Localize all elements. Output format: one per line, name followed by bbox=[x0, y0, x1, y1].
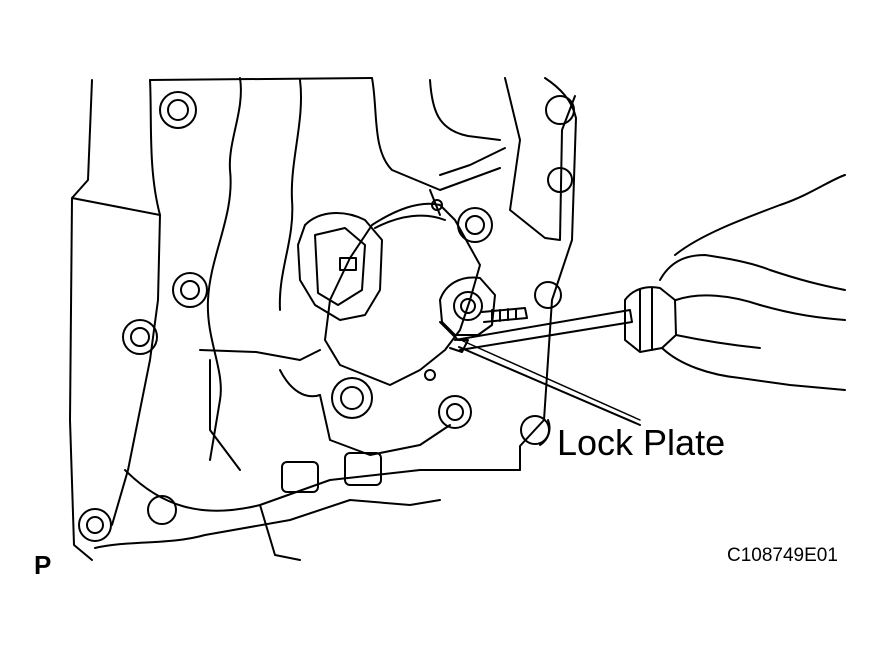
view-letter: P bbox=[34, 550, 52, 580]
lock-plate bbox=[439, 321, 469, 353]
bolt-right-top bbox=[545, 95, 575, 125]
bolt-right-mid bbox=[547, 167, 573, 193]
bolt-bottom-left-head bbox=[86, 516, 104, 534]
callout-leader bbox=[458, 340, 641, 426]
bolt-left-upper-head bbox=[180, 280, 200, 300]
bolt-right-low bbox=[534, 281, 562, 309]
neutral-start-switch bbox=[324, 189, 481, 386]
bolt-bottom-mid-head bbox=[446, 403, 464, 421]
bolt-center-low-head bbox=[340, 386, 364, 410]
bolt-top-left bbox=[159, 91, 197, 129]
bolt-hex-1 bbox=[281, 461, 319, 493]
bolt-bottom-mid bbox=[438, 395, 472, 429]
bolt-bottom-left bbox=[78, 508, 112, 542]
bolt-hex-2 bbox=[344, 452, 382, 486]
case-bolts bbox=[78, 91, 575, 542]
bolt-left-upper bbox=[172, 272, 208, 308]
bolt-center-low bbox=[331, 377, 373, 419]
bolt-left-mid bbox=[122, 319, 158, 355]
transmission-case bbox=[69, 77, 577, 561]
bolt-left-mid-head bbox=[130, 327, 150, 347]
bolt-bottom-left2 bbox=[147, 495, 177, 525]
figure-code: C108749E01 bbox=[727, 545, 838, 566]
bolt-center-top-head bbox=[465, 215, 485, 235]
lock-plate-label: Lock Plate bbox=[557, 422, 726, 463]
screwdriver bbox=[454, 286, 677, 353]
hand bbox=[659, 174, 846, 391]
shaft-nut bbox=[439, 276, 528, 336]
connector bbox=[297, 212, 383, 321]
bolt-center-top bbox=[457, 207, 493, 243]
bolt-right-bottom bbox=[520, 415, 550, 445]
bolt-top-left-head bbox=[167, 99, 189, 121]
